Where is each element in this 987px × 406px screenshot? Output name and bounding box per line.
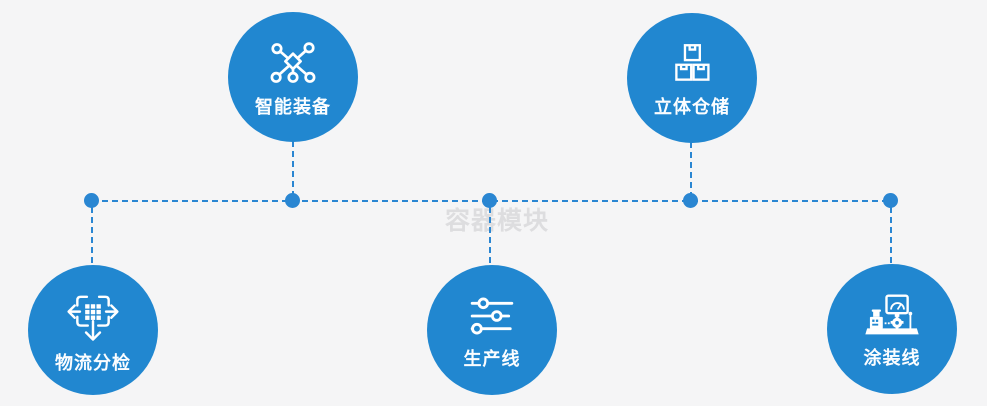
node-smart-equipment: 智能装备 <box>228 12 358 142</box>
node-stereoscopic-warehouse: 立体仓储 <box>627 13 757 143</box>
sorting-arrows-icon <box>65 289 121 348</box>
node-production-line: 生产线 <box>427 265 557 395</box>
node-logistics-sorting: 物流分检 <box>28 265 158 395</box>
connector-vertical-line <box>890 207 892 265</box>
node-label: 立体仓储 <box>654 96 730 117</box>
stacked-boxes-icon <box>667 41 717 92</box>
connector-dot <box>683 193 698 208</box>
connector-dot <box>883 193 898 208</box>
connector-dot <box>285 193 300 208</box>
node-label: 物流分检 <box>55 352 131 373</box>
connector-dot <box>482 193 497 208</box>
node-label: 涂装线 <box>863 347 921 368</box>
connector-vertical-line <box>489 207 491 266</box>
connector-dot <box>84 193 99 208</box>
connector-vertical-line <box>292 141 294 195</box>
node-coating-line: 涂装线 <box>827 264 957 394</box>
sliders-icon <box>466 293 518 344</box>
watermark-text: 容器模块 <box>445 207 550 235</box>
network-nodes-icon <box>266 39 320 92</box>
connector-vertical-line <box>91 207 93 266</box>
machine-monitor-icon <box>862 292 922 343</box>
node-label: 生产线 <box>463 348 521 369</box>
node-label: 智能装备 <box>255 96 331 117</box>
connector-vertical-line <box>690 142 692 195</box>
